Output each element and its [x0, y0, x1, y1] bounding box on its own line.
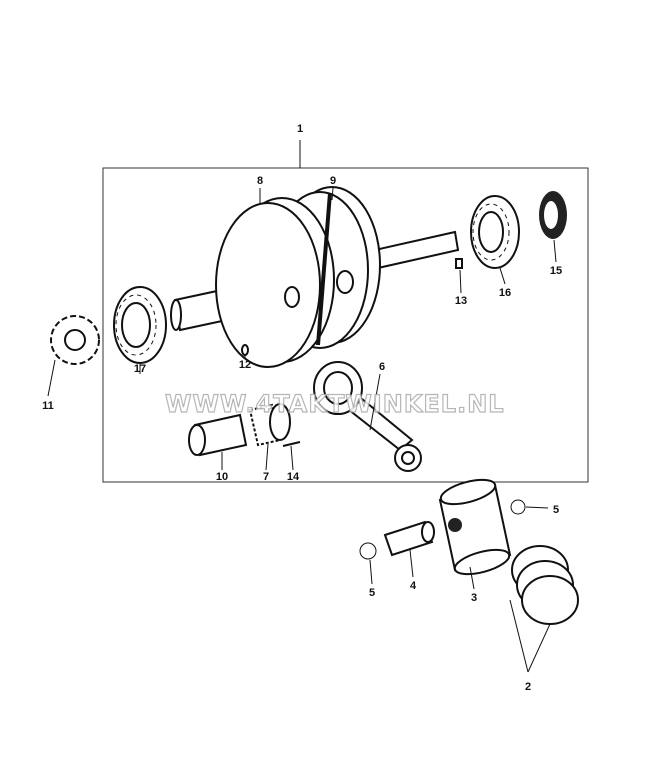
left-bearing	[113, 286, 167, 364]
piston-pin	[383, 520, 435, 557]
woodruff-key	[455, 258, 463, 269]
label-9: 9	[330, 175, 336, 187]
label-14: 14	[287, 471, 300, 483]
key-12	[241, 344, 249, 356]
connecting-rod	[313, 361, 422, 472]
label-4: 4	[410, 580, 417, 592]
circlip-right	[510, 499, 526, 515]
crank-pin	[188, 413, 248, 457]
label-11: 11	[42, 400, 54, 412]
right-bearing	[470, 195, 520, 269]
label-5-left: 5	[369, 587, 375, 599]
sprocket	[50, 315, 100, 365]
label-7: 7	[263, 471, 269, 483]
crankshaft	[170, 186, 460, 368]
circlip-left	[359, 542, 377, 560]
label-1: 1	[297, 123, 303, 135]
piston	[438, 478, 512, 576]
watermark: WWW.4TAKTWINKEL.NL	[165, 390, 505, 418]
label-3: 3	[471, 592, 477, 604]
label-17: 17	[134, 363, 146, 375]
label-5-right: 5	[553, 504, 559, 516]
leader-lines	[47, 187, 557, 673]
assembly-box	[102, 167, 589, 483]
pin-14	[282, 441, 301, 447]
label-15: 15	[550, 265, 562, 277]
label-10: 10	[216, 471, 228, 483]
needle-bearing	[248, 403, 291, 447]
label-12: 12	[239, 359, 251, 371]
label-13: 13	[455, 295, 467, 307]
oil-seal	[539, 191, 567, 239]
label-16: 16	[499, 287, 511, 299]
label-8: 8	[257, 175, 263, 187]
label-6: 6	[379, 361, 385, 373]
piston-rings	[511, 545, 579, 625]
label-2: 2	[525, 681, 531, 693]
